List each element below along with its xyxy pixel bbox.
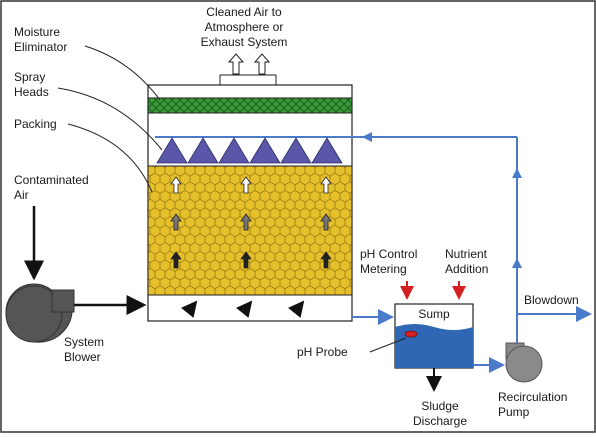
upward-airflow-arrow-icon bbox=[320, 213, 332, 231]
ph-probe-label: pH Probe bbox=[297, 345, 348, 359]
packing-label: Packing bbox=[14, 117, 57, 131]
spray-heads-label-2: Heads bbox=[14, 85, 49, 99]
moisture-eliminator-label-2: Eliminator bbox=[14, 40, 67, 54]
exhaust-outlet bbox=[219, 74, 277, 86]
blowdown-label: Blowdown bbox=[524, 293, 579, 307]
ph-probe-leader bbox=[369, 337, 407, 353]
plenum-arrow-icon bbox=[181, 300, 198, 318]
airflow-arrows bbox=[170, 176, 332, 269]
spray-head-icon bbox=[218, 137, 250, 164]
upward-airflow-arrow-icon bbox=[170, 176, 182, 194]
spray-head-icon bbox=[187, 137, 219, 164]
spray-heads-label-1: Spray bbox=[14, 70, 45, 84]
spray-head-icon bbox=[280, 137, 312, 164]
exhaust-arrow-icon bbox=[227, 53, 245, 75]
recirc-pump-label-1: Recirculation bbox=[498, 390, 567, 404]
contaminated-air-label-2: Air bbox=[14, 188, 29, 202]
ph-control-label-2: Metering bbox=[360, 262, 407, 276]
spray-heads-leader bbox=[57, 87, 163, 151]
contaminated-air-label-1: Contaminated bbox=[14, 173, 89, 187]
spray-heads bbox=[156, 137, 343, 164]
plenum-arrow-icon bbox=[288, 300, 305, 318]
upward-airflow-arrow-icon bbox=[240, 251, 252, 269]
plenum-arrow-icon bbox=[236, 300, 253, 318]
sump-water bbox=[395, 324, 473, 368]
spray-head-icon bbox=[249, 137, 281, 164]
upward-airflow-arrow-icon bbox=[240, 213, 252, 231]
cleaned-air-label-3: Exhaust System bbox=[201, 35, 288, 49]
recirc-pump-label-2: Pump bbox=[498, 405, 530, 419]
ph-probe-icon bbox=[404, 330, 418, 338]
cleaned-air-label-1: Cleaned Air to bbox=[206, 5, 282, 19]
ph-control-label-1: pH Control bbox=[360, 247, 417, 261]
cleaned-air-label-2: Atmosphere or bbox=[205, 20, 284, 34]
system-blower-label-2: Blower bbox=[64, 350, 101, 364]
upward-airflow-arrow-icon bbox=[240, 176, 252, 194]
upward-airflow-arrow-icon bbox=[320, 251, 332, 269]
plenum-arrows bbox=[181, 300, 305, 318]
spray-head-icon bbox=[156, 137, 188, 164]
system-blower-label-1: System bbox=[64, 335, 104, 349]
upward-airflow-arrow-icon bbox=[170, 213, 182, 231]
sump-label: Sump bbox=[418, 307, 450, 321]
nutrient-label-2: Addition bbox=[445, 262, 488, 276]
nutrient-label-1: Nutrient bbox=[445, 247, 488, 261]
packing-leader bbox=[67, 123, 153, 193]
sludge-label-1: Sludge bbox=[421, 399, 459, 413]
exhaust-arrow-icon bbox=[253, 53, 271, 75]
upward-airflow-arrow-icon bbox=[170, 251, 182, 269]
pump-icon bbox=[505, 342, 543, 383]
moisture-eliminator bbox=[147, 97, 353, 114]
moisture-eliminator-label-1: Moisture bbox=[14, 25, 60, 39]
sludge-label-2: Discharge bbox=[413, 414, 467, 428]
riser-flow-arrow-icon bbox=[512, 258, 522, 268]
header-flow-arrow-icon bbox=[362, 132, 372, 142]
spray-head-icon bbox=[311, 137, 343, 164]
upward-airflow-arrow-icon bbox=[320, 176, 332, 194]
blower-icon bbox=[5, 283, 75, 343]
riser-flow-arrow-icon bbox=[512, 168, 522, 178]
moisture-eliminator-leader bbox=[84, 45, 161, 101]
packing-bed bbox=[147, 165, 353, 296]
